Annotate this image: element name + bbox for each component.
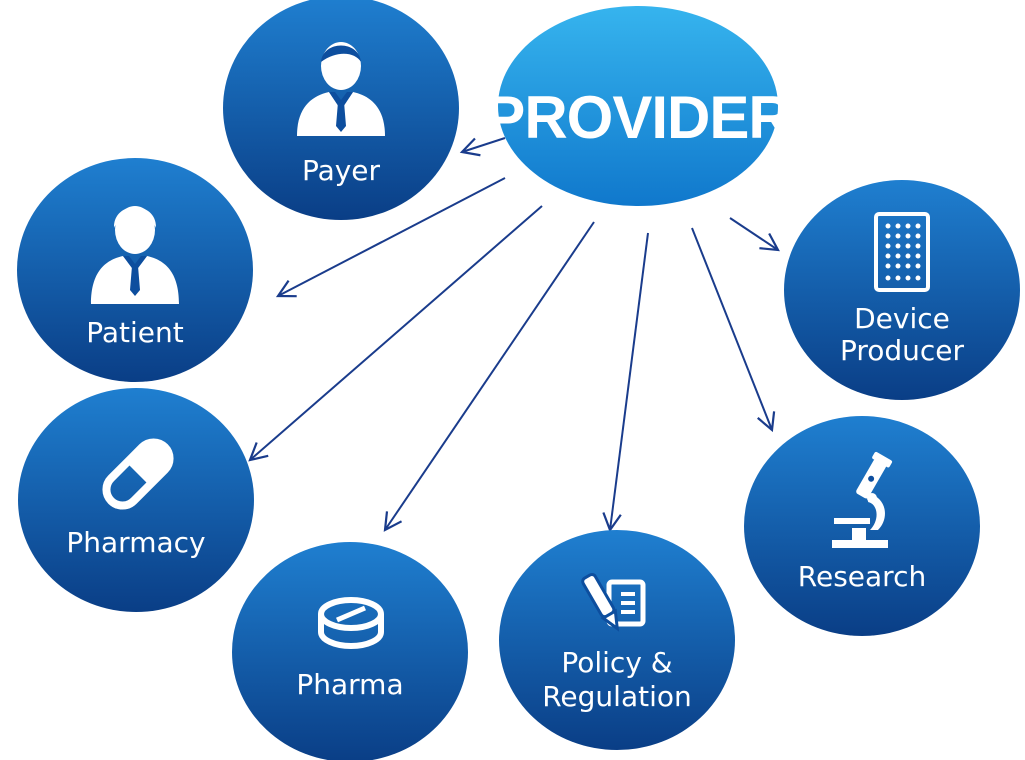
node-payer-label: Payer: [302, 154, 381, 187]
arrow-to-device: [729, 217, 780, 252]
node-device-label-line1: Device: [854, 302, 950, 335]
pen-document-icon: [581, 572, 646, 632]
microscope-icon: [832, 451, 893, 548]
arrow-to-research: [691, 227, 776, 433]
node-patient-label: Patient: [86, 316, 184, 349]
arrow-to-patient: [275, 177, 506, 298]
arrow-to-pharma: [383, 221, 595, 532]
node-policy-regulation: Policy & Regulation: [499, 530, 735, 750]
node-device-producer: Device Producer: [784, 180, 1020, 400]
node-pharma: Pharma: [232, 542, 468, 760]
node-research: Research: [744, 416, 980, 636]
tablet-icon: [318, 597, 384, 649]
node-pharmacy-label: Pharmacy: [66, 526, 205, 559]
hub-label: PROVIDER: [485, 84, 791, 151]
provider-hub: PROVIDER: [485, 6, 792, 206]
node-policy-label-line2: Regulation: [542, 680, 692, 713]
node-pharma-label: Pharma: [296, 668, 403, 701]
capsule-icon: [102, 438, 174, 510]
arrows: [248, 137, 780, 533]
node-research-label: Research: [798, 560, 926, 593]
node-device-label-line2: Producer: [840, 334, 965, 367]
node-payer: Payer: [223, 0, 459, 220]
arrow-to-policy: [602, 232, 649, 533]
node-pharmacy: Pharmacy: [18, 388, 254, 612]
device-icon: [874, 212, 930, 292]
arrow-to-payer: [459, 137, 506, 157]
node-policy-label-line1: Policy &: [561, 646, 672, 679]
person-icon: [91, 206, 179, 304]
arrow-to-pharmacy: [248, 205, 543, 462]
person-icon: [297, 42, 385, 136]
node-patient: Patient: [17, 158, 253, 382]
